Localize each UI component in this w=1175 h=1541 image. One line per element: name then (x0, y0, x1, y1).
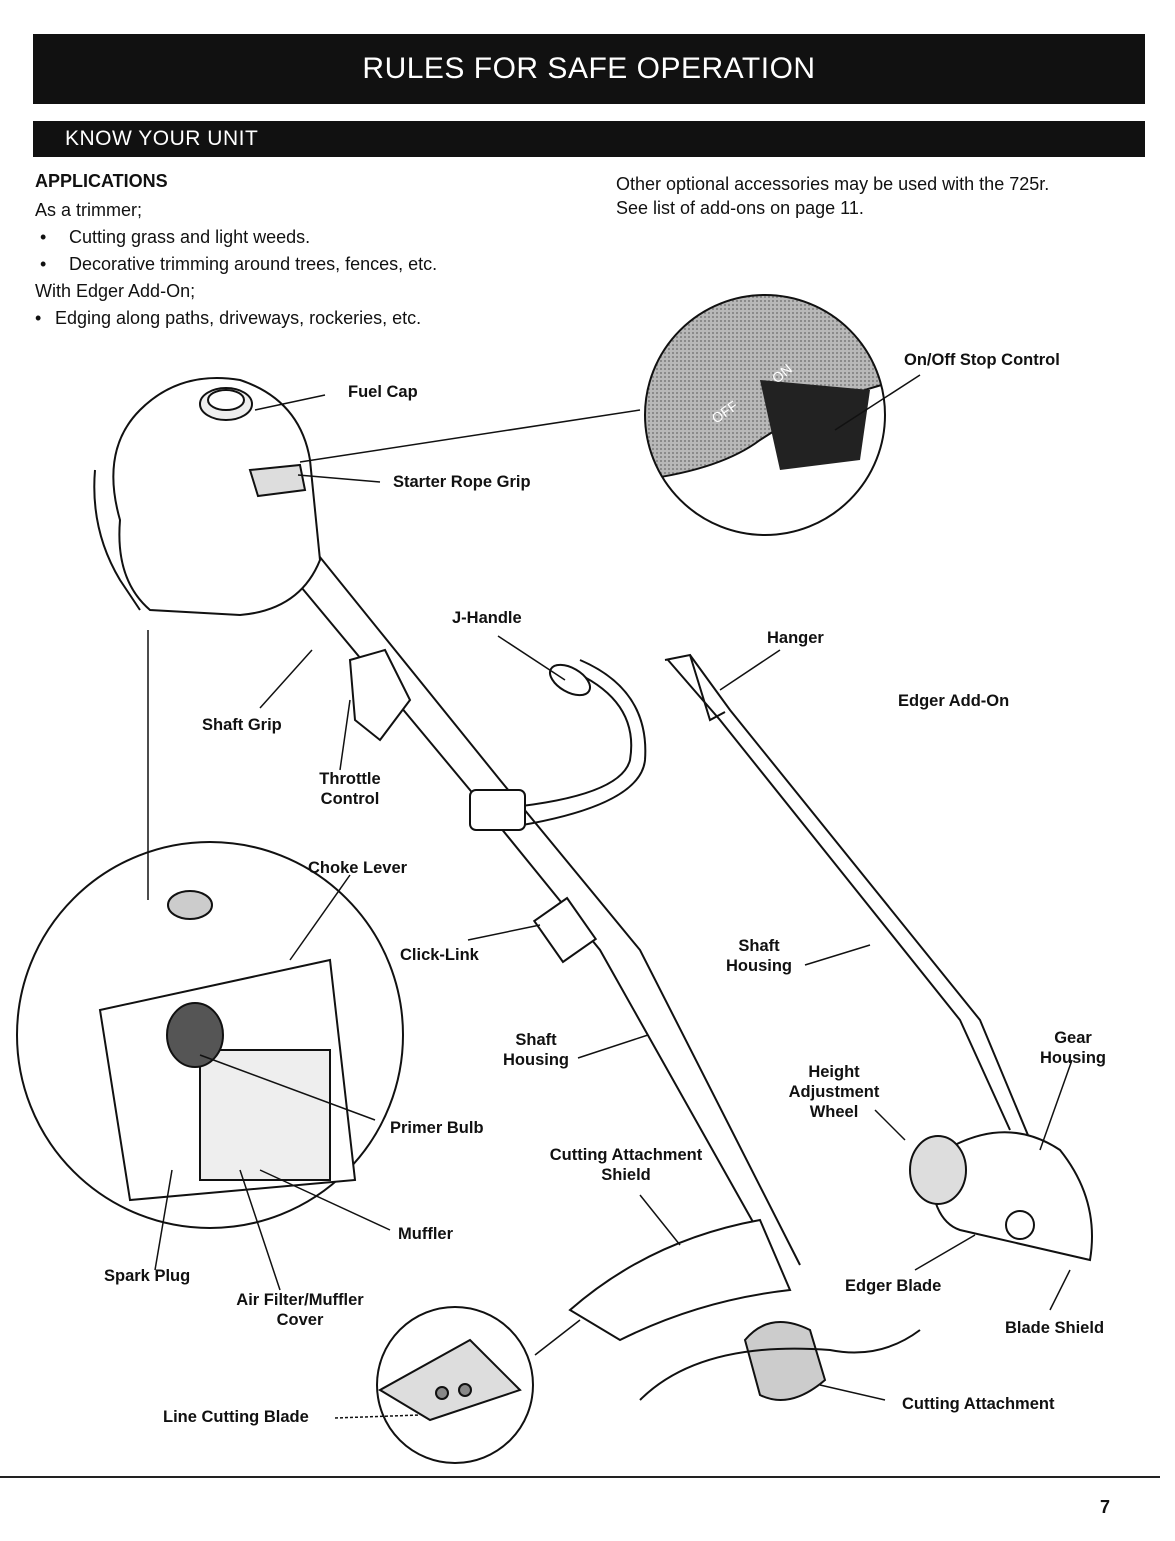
label-line-cutting-blade: Line Cutting Blade (163, 1408, 309, 1426)
label-primer-bulb: Primer Bulb (390, 1119, 484, 1137)
page-title-banner: RULES FOR SAFE OPERATION (33, 34, 1145, 104)
leader-lines (147, 374, 1073, 1419)
list-item: •Decorative trimming around trees, fence… (35, 254, 438, 274)
label-line: Height (808, 1063, 860, 1081)
trimmer-cutting-head (568, 1218, 921, 1401)
page-title: RULES FOR SAFE OPERATION (362, 52, 816, 85)
label-line: Shaft (515, 1031, 557, 1049)
label-line: Cutting Attachment (549, 1146, 703, 1164)
list-item-text: Decorative trimming around trees, fences… (69, 254, 438, 274)
section-heading: KNOW YOUR UNIT (65, 127, 259, 150)
j-handle (469, 659, 647, 831)
label-line: Housing (503, 1051, 569, 1069)
label-line: Housing (1040, 1049, 1106, 1067)
label-hanger: Hanger (767, 629, 824, 647)
label-shaft-housing-center: Shaft Housing (494, 1030, 578, 1070)
on-off-inset (645, 295, 885, 535)
label-air-filter-muffler-cover: Air Filter/Muffler Cover (222, 1290, 378, 1330)
accessories-note: Other optional accessories may be used w… (616, 172, 1156, 220)
edger-gear-housing (909, 1131, 1093, 1262)
label-line: Gear (1054, 1029, 1092, 1047)
applications-heading: APPLICATIONS (35, 171, 168, 191)
label-line: Throttle (319, 770, 381, 788)
line-cutting-blade-inset (376, 1306, 534, 1464)
label-edger-add-on: Edger Add-On (898, 692, 1010, 710)
section-heading-bar: KNOW YOUR UNIT (33, 121, 1145, 157)
edger-shaft (664, 653, 1031, 1141)
engine-inset (16, 841, 404, 1229)
accessories-line-2: See list of add-ons on page 11. (616, 198, 864, 218)
label-fuel-cap: Fuel Cap (348, 383, 418, 401)
label-j-handle: J-Handle (452, 609, 522, 627)
label-choke-lever: Choke Lever (308, 859, 408, 877)
label-line: Shaft (738, 937, 780, 955)
label-click-link: Click-Link (400, 946, 479, 964)
label-line: Wheel (809, 1103, 859, 1121)
label-muffler: Muffler (398, 1225, 453, 1243)
label-starter-rope-grip: Starter Rope Grip (393, 473, 531, 491)
label-throttle-control: Throttle Control (310, 769, 390, 809)
list-item: •Cutting grass and light weeds. (35, 227, 311, 247)
label-line: Shield (601, 1166, 651, 1184)
page-number: 7 (1100, 1497, 1111, 1517)
power-head (93, 377, 322, 617)
label-line: Air Filter/Muffler (236, 1291, 364, 1309)
label-cutting-attachment-shield: Cutting Attachment Shield (536, 1145, 716, 1185)
label-line: Adjustment (788, 1083, 880, 1101)
list-item-text: Cutting grass and light weeds. (69, 227, 311, 247)
label-cutting-attachment: Cutting Attachment (902, 1395, 1055, 1413)
label-gear-housing: Gear Housing (1030, 1028, 1116, 1068)
label-line: Control (320, 790, 380, 808)
label-line: Housing (726, 957, 792, 975)
footer-rule (0, 1476, 1160, 1478)
label-height-adjustment-wheel: Height Adjustment Wheel (778, 1062, 890, 1122)
label-edger-blade: Edger Blade (845, 1277, 942, 1295)
on-off-inset-border (644, 294, 886, 536)
list-item: •Edging along paths, driveways, rockerie… (35, 308, 422, 328)
label-on-off-stop-control: On/Off Stop Control (904, 351, 1060, 369)
trimmer-intro: As a trimmer; (35, 200, 143, 220)
accessories-line-1: Other optional accessories may be used w… (616, 174, 1050, 194)
list-item-text: Edging along paths, driveways, rockeries… (55, 308, 422, 328)
label-blade-shield: Blade Shield (1005, 1319, 1105, 1337)
click-link (532, 896, 598, 964)
throttle-housing (348, 648, 412, 742)
applications-block: APPLICATIONS As a trimmer; •Cutting gras… (35, 168, 595, 332)
label-shaft-grip: Shaft Grip (202, 716, 282, 734)
label-shaft-housing-right: Shaft Housing (717, 936, 801, 976)
label-spark-plug: Spark Plug (104, 1267, 191, 1285)
edger-intro: With Edger Add-On; (35, 281, 196, 301)
label-line: Cover (276, 1311, 324, 1329)
